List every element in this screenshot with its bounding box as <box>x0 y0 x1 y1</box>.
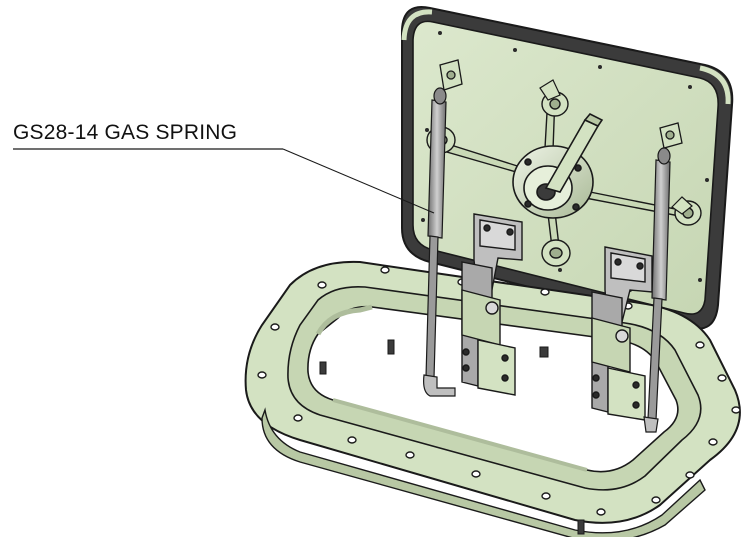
latch-left <box>461 213 523 396</box>
frame-studs <box>319 339 585 535</box>
callout-leader <box>13 148 435 214</box>
gas-spring-right <box>643 147 671 433</box>
latch-right <box>591 246 653 421</box>
lid-center-hub <box>512 113 604 219</box>
frame-bolt-holes <box>257 266 741 516</box>
gas-spring-left <box>423 87 456 397</box>
lid-spring-brackets <box>439 59 683 149</box>
gas-spring-callout-label: GS28-14 GAS SPRING <box>13 121 238 144</box>
